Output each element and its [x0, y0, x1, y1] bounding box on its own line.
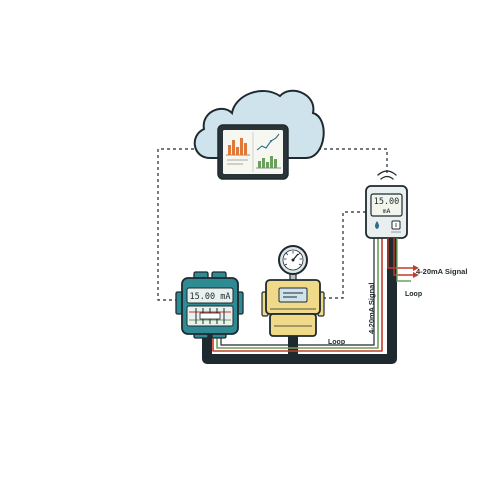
signal-converter-icon: 15.00 mA [175, 271, 244, 339]
cable-outer [202, 229, 397, 364]
bar-5 [244, 143, 247, 155]
loop-label-right: Loop [405, 291, 422, 298]
transmitter-to-meter-dashed-line [320, 211, 366, 299]
gauge-hub [291, 258, 295, 262]
trend-line [256, 133, 280, 151]
bar-3 [236, 147, 239, 155]
gauge-tick [298, 263, 302, 266]
signal-output-green [396, 238, 411, 282]
wifi-signal-icon [377, 170, 397, 180]
signal-output-red [387, 238, 413, 269]
tablet-bar-chart [226, 138, 250, 165]
trend-point [270, 140, 272, 142]
meter-base [269, 313, 317, 337]
gauge-ticks [284, 251, 302, 266]
wireless-transmitter-icon: 15.00 mA [365, 170, 408, 239]
transmitter-lcd-value: 15.00 [374, 197, 400, 207]
signal-label-vertical: 4-20mA Signal [367, 283, 376, 334]
cable-signal-dark [220, 233, 375, 346]
signal-label-right: 4-20mA Signal [416, 267, 467, 276]
small-bar-3 [266, 162, 269, 168]
transmitter-lcd [370, 193, 403, 217]
arrow-icon-2 [413, 272, 419, 278]
gauge-tick [297, 252, 301, 256]
dashed-connections [157, 148, 388, 301]
meter-display [278, 287, 308, 303]
cloud-to-transmitter-dashed-line [306, 148, 388, 176]
arrow-icon [413, 265, 419, 271]
gauge-tick [284, 263, 288, 266]
tablet-line-chart [256, 133, 281, 169]
meter-box-icon [261, 279, 325, 337]
signal-output-lines [387, 238, 413, 282]
small-bar-2 [262, 158, 265, 168]
loop-label-bottom: Loop [328, 339, 345, 346]
transmitter-lcd-unit: mA [383, 207, 391, 215]
bar-1 [228, 145, 231, 155]
cable-signal-green [216, 233, 379, 349]
terminal-block [199, 312, 221, 320]
cable-loop [202, 229, 397, 364]
pressure-gauge-icon [278, 245, 308, 283]
small-bar-1 [258, 161, 261, 168]
wifi-arc-2 [377, 170, 397, 176]
cable-signal-red [212, 233, 383, 352]
bar-4 [240, 138, 243, 155]
tablet-icon [217, 124, 289, 180]
gauge-tick [285, 252, 289, 256]
converter-lcd [186, 287, 234, 304]
small-bar-4 [270, 156, 273, 168]
converter-lcd-text: 15.00 mA [190, 292, 231, 302]
signal-output-red-2 [393, 238, 413, 276]
drop-icon [375, 221, 379, 229]
small-bar-5 [274, 159, 277, 168]
wifi-arc-1 [380, 175, 394, 180]
bar-2 [232, 140, 235, 155]
cloud-to-converter-dashed-line [157, 148, 212, 301]
